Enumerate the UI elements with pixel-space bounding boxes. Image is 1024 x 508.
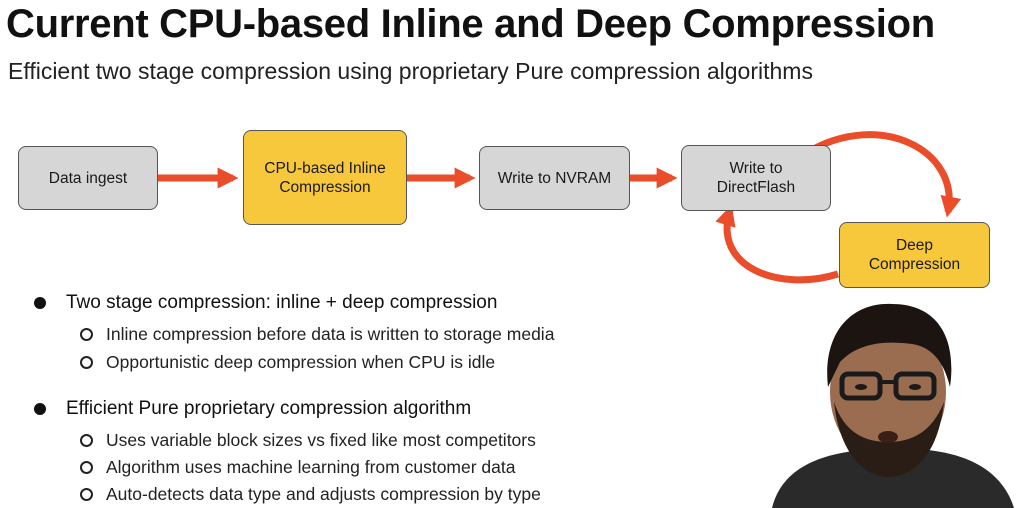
- bullet-ring-icon: [80, 488, 93, 501]
- slide-title: Current CPU-based Inline and Deep Compre…: [6, 2, 935, 46]
- arrow-deep-to-directflash: [715, 204, 840, 284]
- bullet-ring-icon: [80, 434, 93, 447]
- node-write-nvram: Write to NVRAM: [479, 146, 630, 210]
- presenter-figure: [752, 292, 1024, 508]
- bullet-dot-icon: [34, 403, 46, 415]
- node-inline-compression: CPU-based Inline Compression: [243, 130, 407, 225]
- bullet-ring-icon: [80, 461, 93, 474]
- slide-subtitle: Efficient two stage compression using pr…: [8, 58, 813, 84]
- node-data-ingest: Data ingest: [18, 146, 158, 210]
- node-deep-compression: Deep Compression: [839, 222, 990, 288]
- arrow-directflash-to-deep: [806, 131, 962, 218]
- bullet-ring-icon: [80, 356, 93, 369]
- bullet-ring-icon: [80, 328, 93, 341]
- node-write-directflash: Write to DirectFlash: [681, 145, 831, 211]
- bullet-dot-icon: [34, 297, 46, 309]
- presenter-video: [752, 292, 1024, 508]
